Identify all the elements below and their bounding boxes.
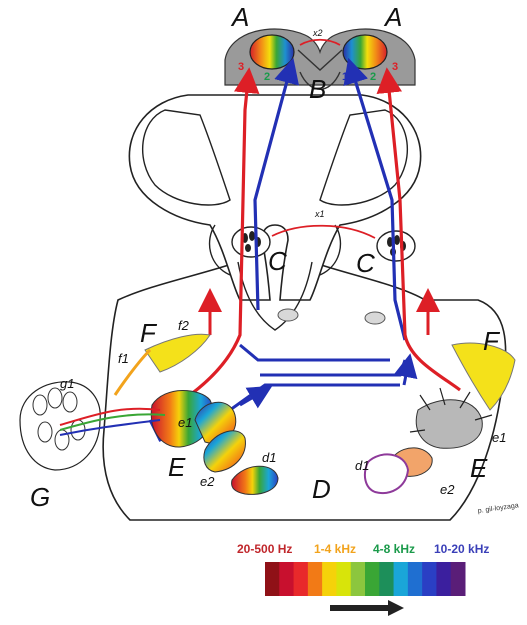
scale-swatch <box>436 562 451 596</box>
label-E-left: E <box>168 452 186 482</box>
credit-text: p. gil-loyzaga <box>477 502 519 515</box>
label-2-right: 2 <box>370 71 376 83</box>
inferior-colliculus-right <box>377 231 415 261</box>
label-d1-right: d1 <box>355 458 369 473</box>
label-A-right: A <box>383 2 402 32</box>
label-d1-left: d1 <box>262 450 276 465</box>
label-e1-right: e1 <box>492 430 506 445</box>
auditory-cortex-left <box>250 35 294 69</box>
label-3-left: 3 <box>238 61 244 73</box>
cochlea-G <box>20 382 100 470</box>
scale-swatch <box>365 562 380 596</box>
scale-swatch <box>394 562 409 596</box>
scale-swatch <box>451 562 466 596</box>
pyramid-right <box>365 312 385 324</box>
label-E-right: E <box>470 453 488 483</box>
label-e2-left: e2 <box>200 474 215 489</box>
scale-swatch <box>336 562 351 596</box>
label-F-right: F <box>483 326 501 356</box>
label-B: B <box>309 74 326 104</box>
label-C-right: C <box>356 248 375 278</box>
scale-swatch <box>351 562 366 596</box>
label-g1: g1 <box>60 376 74 391</box>
label-e2-right: e2 <box>440 482 455 497</box>
label-A-left: A <box>230 2 249 32</box>
frequency-color-scale <box>265 562 466 596</box>
label-x2: x2 <box>312 28 323 38</box>
label-x1: x1 <box>314 209 325 219</box>
pyramid-left <box>278 309 298 321</box>
scale-swatch <box>322 562 337 596</box>
scale-swatch <box>294 562 309 596</box>
scale-swatch <box>422 562 437 596</box>
legend-band-2: 1-4 kHz <box>314 542 356 556</box>
scale-swatch <box>279 562 294 596</box>
label-D: D <box>312 474 331 504</box>
scale-swatch <box>408 562 423 596</box>
label-f1: f1 <box>118 351 129 366</box>
label-f2: f2 <box>178 318 190 333</box>
legend-band-1: 20-500 Hz <box>237 542 292 556</box>
label-3-right: 3 <box>392 61 398 73</box>
inferior-colliculus-left <box>232 227 270 257</box>
label-1-left: 1 <box>287 71 293 83</box>
scale-direction-arrowhead <box>388 600 404 616</box>
label-C-left: C <box>268 246 287 276</box>
label-2-left: 2 <box>264 71 270 83</box>
scale-swatch <box>308 562 323 596</box>
label-G: G <box>30 482 50 512</box>
auditory-cortex-right <box>343 35 387 69</box>
label-e1-left: e1 <box>178 415 192 430</box>
legend-band-3: 4-8 kHz <box>373 542 415 556</box>
scale-swatch <box>265 562 280 596</box>
legend-band-4: 10-20 kHz <box>434 542 489 556</box>
label-F-left: F <box>140 318 158 348</box>
label-1-right: 1 <box>342 71 348 83</box>
scale-swatch <box>379 562 394 596</box>
